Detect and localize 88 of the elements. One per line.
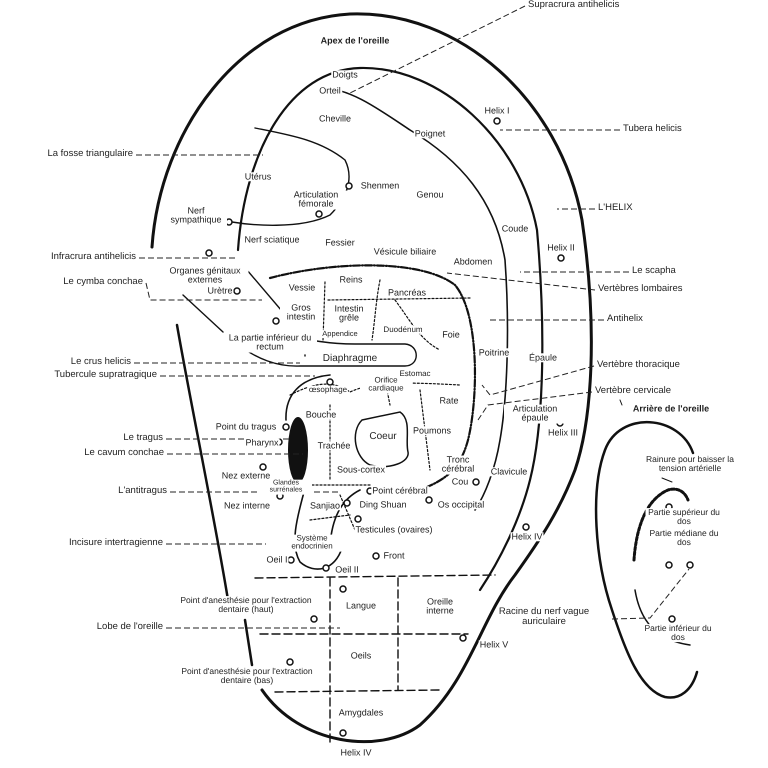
zone-label: Rate (438, 396, 460, 406)
zone-label: Partie médiane du dos (647, 529, 721, 547)
leader-line (446, 272, 596, 290)
zone-label: Partie supérieur du dos (646, 508, 722, 526)
part-label: Supracrura antihelicis (528, 0, 620, 10)
zone-label: Point d'anesthésie pour l'extraction dentaire (bas) (180, 667, 314, 685)
zone-label: Orteil (318, 86, 342, 96)
zone-label: Helix III (547, 428, 579, 438)
leader-line (482, 366, 594, 396)
zone-label: Poitrine (478, 348, 510, 358)
zone-label: Oeils (350, 651, 372, 661)
zone-label: Ding Shuan (358, 500, 408, 510)
part-label: Tubercule supratragique (54, 370, 157, 380)
zone-label: œsophage (308, 386, 348, 394)
part-label: L'HELIX (598, 203, 633, 214)
zone-label: Front (382, 551, 406, 561)
zone-label: Reins (338, 275, 364, 285)
zone-label: Coude (500, 224, 530, 234)
part-label: Le crus helicis (70, 357, 131, 368)
heading: Apex de l'oreille (320, 36, 390, 46)
part-label: Le scapha (632, 266, 676, 276)
zone-label: Trachée (316, 441, 352, 451)
zone-label: Utérus (244, 172, 272, 182)
zone-label: Bouche (304, 410, 338, 420)
zone-label: Vessie (288, 283, 316, 293)
leader-line (350, 6, 526, 94)
zone-label: Genou (415, 190, 445, 200)
part-label: Vertèbres lombaires (598, 284, 682, 294)
part-label: Le cavum conchae (84, 448, 164, 458)
zone-label: Abdomen (452, 257, 494, 267)
zone-label: Fessier (324, 238, 356, 248)
zone-label: Nez externe (220, 471, 272, 481)
zone-label: Point du tragus (214, 422, 278, 432)
leader-line (556, 208, 596, 210)
leader-line (146, 282, 262, 300)
part-label: Vertèbre thoracique (597, 360, 680, 370)
zone-label: Poumons (412, 426, 452, 436)
zone-label: Langue (344, 601, 378, 611)
part-label: Vertèbre cervicale (595, 386, 672, 396)
zone-label: Helix IV (340, 748, 372, 758)
zone-label: Foie (441, 330, 461, 340)
zone-label: Duodénum (382, 326, 424, 334)
part-label: Le tragus (123, 433, 163, 444)
leader-line (612, 568, 690, 620)
part-label: Tubera helicis (623, 124, 682, 134)
part-label: Lobe de l'oreille (96, 622, 163, 632)
zone-label: Cou (450, 477, 470, 487)
zone-label: Pancréas (386, 288, 428, 298)
zone-label: Estomac (398, 370, 432, 378)
zone-label: Nerf sciatique (243, 235, 301, 245)
zone-label: Helix I (484, 106, 510, 116)
zone-label: Oeil II (334, 565, 360, 575)
zone-label: Helix IV (510, 532, 544, 542)
zone-label: Orifice cardiaque (360, 376, 412, 394)
zone-label: Vésicule biliaire (372, 247, 438, 257)
part-label: L'antitragus (118, 486, 167, 496)
leader-line (136, 154, 264, 156)
part-label: Infracrura antihelicis (50, 252, 136, 262)
zone-label: Sanjiao (308, 501, 342, 511)
part-label: Le cymba conchae (63, 277, 143, 288)
zone-label: Diaphragme (322, 354, 378, 364)
zone-label: Helix II (546, 243, 576, 253)
zone-label: Sous-cortex (336, 465, 386, 475)
zone-label: Point d'anesthésie pour l'extraction dentaire (haut) (179, 596, 313, 614)
zone-label: Point cérébral (371, 486, 429, 496)
leader-line (478, 392, 592, 420)
part-label: La fosse triangulaire (47, 149, 133, 160)
zone-label: Articulation épaule (504, 404, 566, 424)
part-label: Incisure intertragienne (69, 538, 163, 548)
zone-label: Doigts (331, 70, 359, 80)
part-label: Racine du nerf vague auriculaire (479, 607, 609, 628)
zone-label: Épaule (528, 353, 558, 363)
zone-label: Nez interne (222, 501, 272, 511)
zone-label: Coeur (368, 432, 398, 442)
zone-label: Testicules (ovaires) (354, 525, 434, 535)
zone-label: Clavicule (490, 467, 528, 477)
zone-label: Shenmen (360, 181, 400, 191)
heading: Arrière de l'oreille (632, 404, 710, 414)
zone-label: Cheville (318, 114, 352, 124)
zone-label: Os occipital (436, 500, 486, 510)
zone-label: Helix V (478, 640, 510, 650)
zone-label: Urètre (206, 286, 234, 296)
part-label: Antihelix (607, 314, 643, 324)
zone-label: Poignet (414, 129, 446, 139)
zone-label: Amygdales (338, 708, 384, 718)
zone-label: Pharynx (244, 438, 280, 448)
zone-label: Oeil I (266, 555, 288, 565)
leader-line (134, 362, 300, 364)
